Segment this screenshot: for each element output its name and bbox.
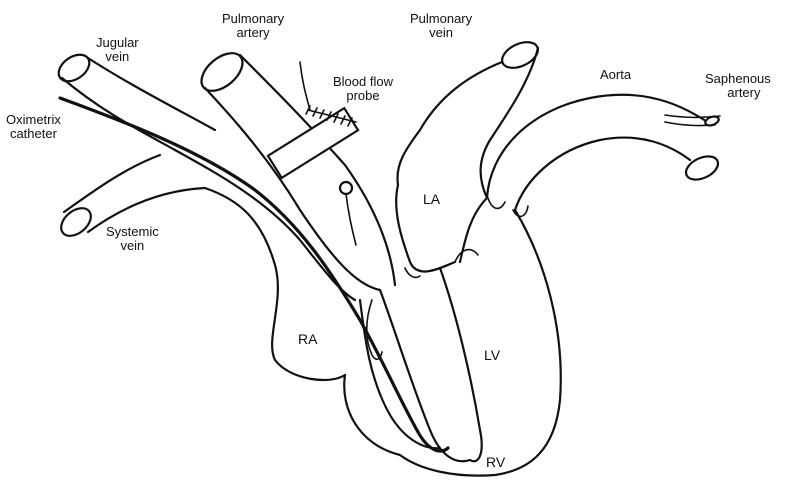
label-pulmonary-vein-line2: vein — [410, 26, 472, 40]
oximetrix-catheter — [60, 98, 448, 451]
label-aorta: Aorta — [600, 68, 631, 82]
saphenous-artery — [665, 115, 720, 127]
label-pulmonary-artery-line1: Pulmonary — [222, 12, 284, 26]
label-pulmonary-vein: Pulmonary vein — [410, 12, 472, 40]
venous-trunk-upper — [175, 150, 355, 300]
label-saphenous-artery-line1: Saphenous — [705, 72, 771, 86]
label-jugular-vein-line1: Jugular — [96, 36, 139, 50]
label-blood-flow-probe: Blood flow probe — [333, 75, 393, 103]
jugular-vein — [54, 49, 215, 150]
label-pulmonary-artery-line2: artery — [222, 26, 284, 40]
label-blood-flow-probe-line2: probe — [333, 89, 393, 103]
label-saphenous-artery: Saphenous artery — [705, 72, 771, 100]
label-oximetrix-catheter-line1: Oximetrix — [6, 113, 61, 127]
label-systemic-vein: Systemic vein — [106, 225, 159, 253]
label-right-atrium: RA — [298, 332, 317, 346]
aorta — [487, 95, 722, 217]
label-jugular-vein-line2: vein — [96, 50, 139, 64]
label-systemic-vein-line1: Systemic — [106, 225, 159, 239]
label-jugular-vein: Jugular vein — [96, 36, 139, 64]
left-atrium-wall — [396, 185, 487, 272]
label-pulmonary-vein-line1: Pulmonary — [410, 12, 472, 26]
label-right-ventricle: RV — [486, 455, 505, 469]
label-pulmonary-artery: Pulmonary artery — [222, 12, 284, 40]
label-left-atrium: LA — [423, 192, 440, 206]
label-blood-flow-probe-line1: Blood flow — [333, 75, 393, 89]
tricuspid-valve — [367, 300, 382, 359]
septum-right — [380, 290, 470, 461]
right-atrium-wall — [205, 188, 345, 380]
label-systemic-vein-line2: vein — [106, 239, 159, 253]
label-left-ventricle: LV — [484, 348, 500, 362]
heart-outer-contour — [344, 375, 400, 455]
septum-left — [440, 268, 482, 461]
label-oximetrix-catheter: Oximetrix catheter — [6, 113, 61, 141]
pulmonary-vein — [397, 37, 541, 198]
label-oximetrix-catheter-line2: catheter — [6, 127, 61, 141]
label-saphenous-artery-line2: artery — [705, 86, 771, 100]
